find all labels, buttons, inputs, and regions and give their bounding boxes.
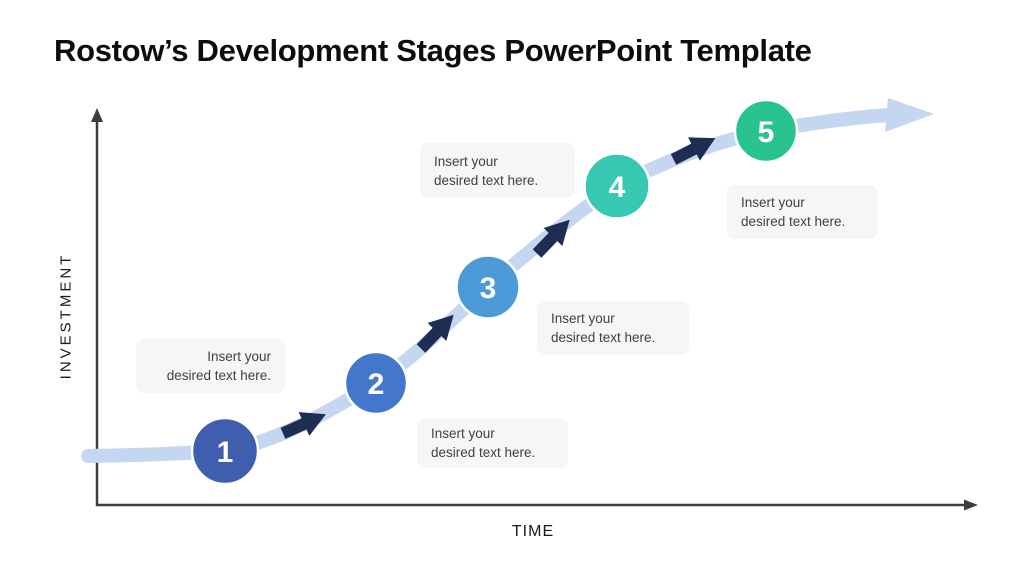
stage-circle-2 (343, 350, 409, 416)
curve-arrowhead-icon (885, 98, 934, 132)
stage-circle-4 (583, 152, 651, 220)
stage-number-4: 4 (609, 171, 626, 204)
x-axis-label: TIME (511, 523, 555, 540)
note-box-1: Insert your desired text here. (136, 339, 285, 393)
y-axis-arrowhead-icon (91, 108, 103, 122)
note-text-2: Insert your desired text here. (431, 426, 536, 460)
stage-circle-1 (190, 416, 260, 486)
stage-circle-3 (455, 254, 521, 320)
note-text-5: Insert your desired text here. (741, 195, 846, 229)
slide-title: Rostow’s Development Stages PowerPoint T… (54, 33, 812, 68)
y-axis-label: INVESTMENT (57, 252, 75, 380)
stage-number-1: 1 (217, 436, 234, 469)
stage-number-3: 3 (480, 272, 497, 305)
stage-circle-5 (733, 98, 799, 164)
note-box-4: Insert your desired text here. (420, 143, 575, 198)
note-text-1: Insert your desired text here. (166, 349, 271, 383)
stage-number-2: 2 (368, 368, 385, 401)
stage-number-5: 5 (758, 116, 775, 149)
note-text-3: Insert your desired text here. (551, 311, 656, 345)
note-box-2: Insert your desired text here. (417, 418, 568, 468)
x-axis-arrowhead-icon (964, 499, 978, 511)
note-box-3: Insert your desired text here. (537, 301, 689, 355)
note-text-4: Insert your desired text here. (434, 153, 539, 188)
note-box-5: Insert your desired text here. (727, 185, 878, 239)
